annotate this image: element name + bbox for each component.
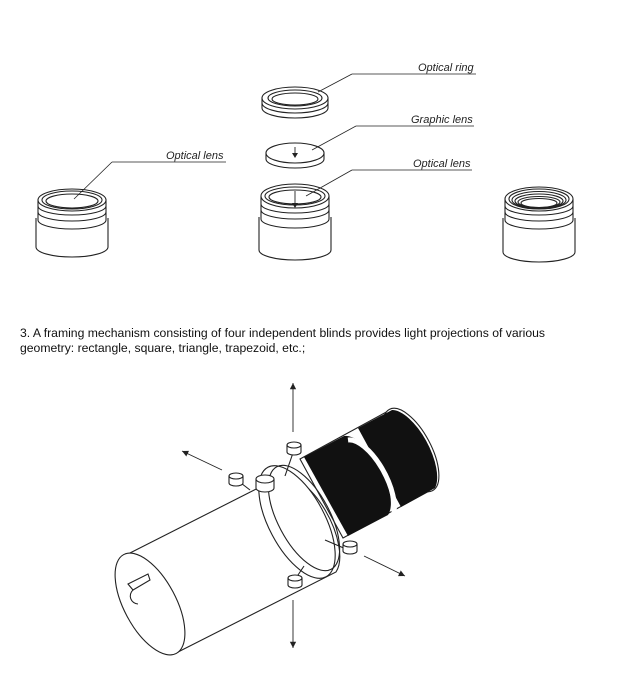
label-graphic-lens: Graphic lens [411, 114, 473, 126]
zoom-barrel [299, 407, 440, 539]
paragraph-line-2: geometry: rectangle, square, triangle, t… [20, 341, 306, 355]
framing-ring [258, 464, 341, 579]
right-lens-holder [502, 186, 576, 263]
optical-ring [261, 86, 329, 119]
graphic-lens-disc [265, 142, 325, 169]
lens-assembly-figure: Optical ring Graphic lens Optical lens O… [35, 62, 576, 263]
left-lens-holder [35, 188, 109, 258]
label-optical-lens-left: Optical lens [166, 150, 224, 162]
blind-pin-left [228, 472, 251, 491]
label-optical-ring: Optical ring [418, 62, 475, 74]
paragraph-line-1: 3. A framing mechanism consisting of fou… [20, 326, 546, 340]
label-optical-lens-center: Optical lens [413, 158, 471, 170]
blind-pin-bottom [287, 565, 305, 589]
center-post [255, 474, 275, 493]
center-lens-holder [258, 183, 332, 261]
motion-arrows [181, 383, 406, 648]
blind-pin-right [324, 539, 358, 555]
framing-mechanism-description: 3. A framing mechanism consisting of fou… [20, 326, 620, 356]
blind-pin-top [284, 441, 302, 477]
